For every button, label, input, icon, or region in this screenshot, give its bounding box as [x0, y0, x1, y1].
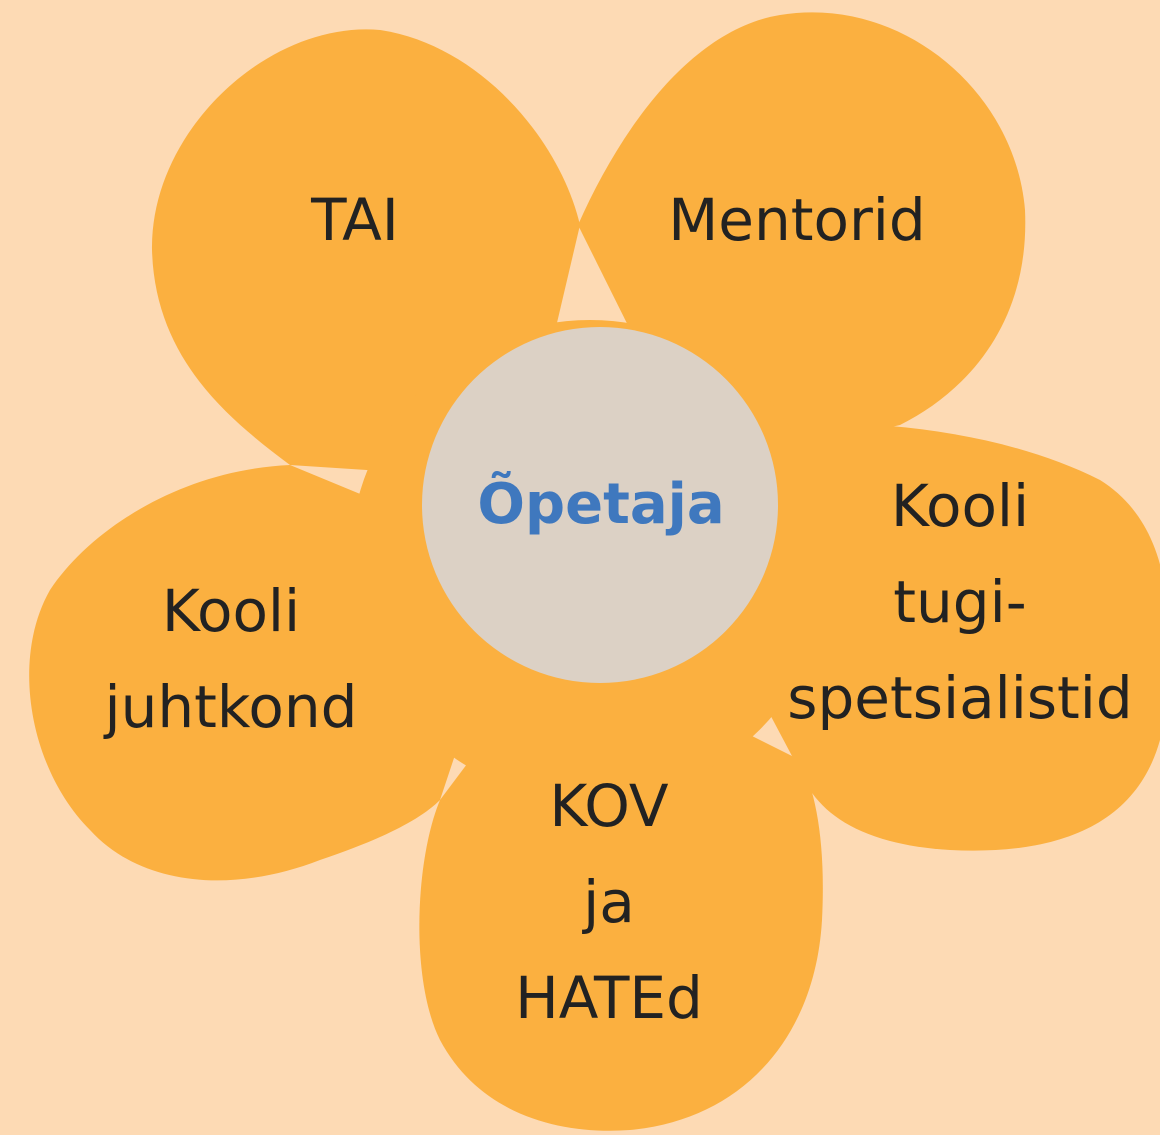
- label-line: Kooli: [890, 472, 1030, 540]
- label-line: ja: [583, 868, 635, 936]
- label-line: KOV: [549, 772, 669, 840]
- label-line: juhtkond: [104, 673, 358, 741]
- label-line: Kooli: [161, 577, 301, 645]
- petal-label-top-right: Mentorid: [668, 172, 926, 268]
- label-line: tugi-: [893, 568, 1027, 636]
- petal-label-top-left: TAI: [311, 172, 399, 268]
- label-line: spetsialistid: [787, 664, 1133, 732]
- label-line: HATEd: [515, 964, 703, 1032]
- center-label: Õpetaja: [477, 472, 725, 537]
- label-line: Mentorid: [668, 186, 926, 254]
- petal-label-left: Kooli juhtkond: [105, 563, 358, 755]
- label-line: TAI: [311, 186, 399, 254]
- center-disk: [422, 327, 778, 683]
- petal-label-right: Kooli tugi- spetsialistid: [787, 458, 1132, 746]
- petal-label-bottom: KOV ja HATEd: [515, 758, 703, 1046]
